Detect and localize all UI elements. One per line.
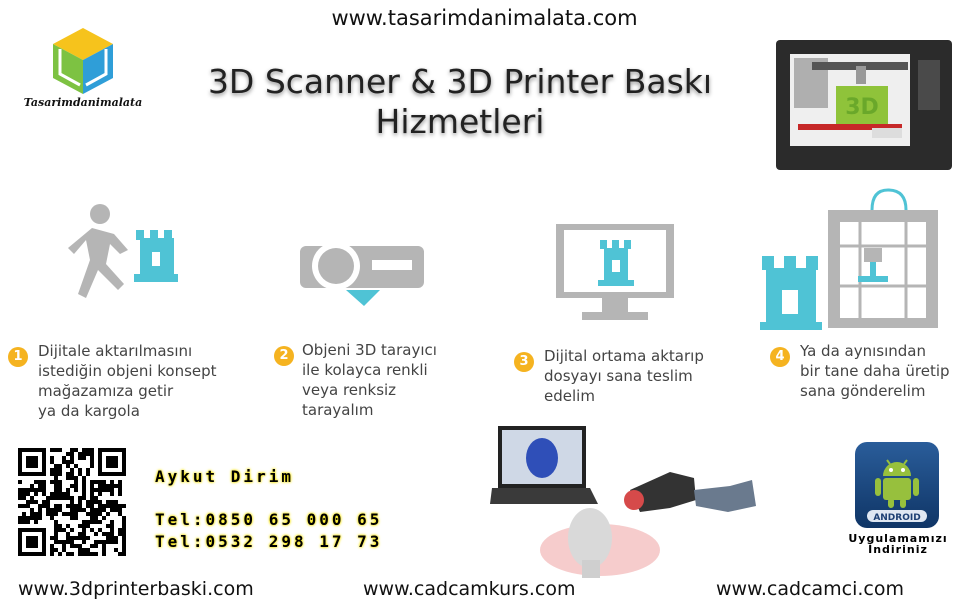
step-2-number-badge: 2 [274,346,294,366]
step-3-line: edelim [544,387,595,405]
step-4-text: Ya da aynısından bir tane daha üretip sa… [800,341,950,401]
android-app-badge[interactable]: ANDROID [855,442,939,528]
top-website-url[interactable]: www.tasarimdanimalata.com [331,6,638,30]
step-2-line: Objeni 3D tarayıcı [302,341,437,359]
step-1-line: mağazamıza getir [38,382,174,400]
step-3-line: dosyayı sana teslim [544,367,693,385]
step-3-line: Dijital ortama aktarıp [544,347,704,365]
contact-phone-2[interactable]: Tel:0532 298 17 73 [155,532,383,551]
android-caption-line1: Uygulamamızı [848,532,948,545]
step-3-text: Dijital ortama aktarıp dosyayı sana tesl… [544,346,704,406]
footer-url-cadcamkurs[interactable]: www.cadcamkurs.com [363,578,576,600]
step-2-line: veya renksiz [302,381,397,399]
footer-url-3dprinterbaski[interactable]: www.3dprinterbaski.com [18,578,254,600]
step-4-line: sana gönderelim [800,382,926,400]
3d-printer-image: 3D [776,40,952,170]
company-logo-cube-icon [53,28,113,94]
step-4-line: bir tane daha üretip [800,362,950,380]
monitor-with-object-icon [556,224,674,320]
footer-url-cadcamci[interactable]: www.cadcamci.com [716,578,905,600]
step-2-line: ile kolayca renkli [302,361,428,379]
android-robot-icon: ANDROID [867,459,927,523]
qr-code-image [18,448,126,556]
contact-phone-1[interactable]: Tel:0850 65 000 65 [155,510,383,529]
android-caption-line2: İndiriniz [868,543,928,556]
page-title: 3D Scanner & 3D Printer Baskı Hizmetleri [180,62,740,142]
person-carrying-object-icon [68,204,178,298]
step-1-line: Dijitale aktarılmasını [38,342,193,360]
step-1-line: istediğin objeni konsept [38,362,217,380]
3d-scanner-icon [300,242,424,306]
step-1-number-badge: 1 [8,347,28,367]
step-3-number-badge: 3 [514,352,534,372]
step-2-text: Objeni 3D tarayıcı ile kolayca renkli ve… [302,340,437,420]
android-caption: Uygulamamızı İndiriniz [830,533,966,555]
page-title-line2: Hizmetleri [375,102,545,141]
step-4-number-badge: 4 [770,347,790,367]
company-logo-text: Tasarimdanimalata [23,96,143,109]
printer-frame-with-object-icon [760,188,938,330]
step-1-text: Dijitale aktarılmasını istediğin objeni … [38,341,217,421]
step-1-line: ya da kargola [38,402,140,420]
step-4-line: Ya da aynısından [800,342,926,360]
scanner-laptop-head-photo [490,426,756,578]
svg-text:3D: 3D [845,95,879,120]
contact-name: Aykut Dirim [155,467,294,486]
android-badge-label: ANDROID [873,513,920,523]
step-2-line: tarayalım [302,401,374,419]
page-title-line1: 3D Scanner & 3D Printer Baskı [207,62,713,101]
